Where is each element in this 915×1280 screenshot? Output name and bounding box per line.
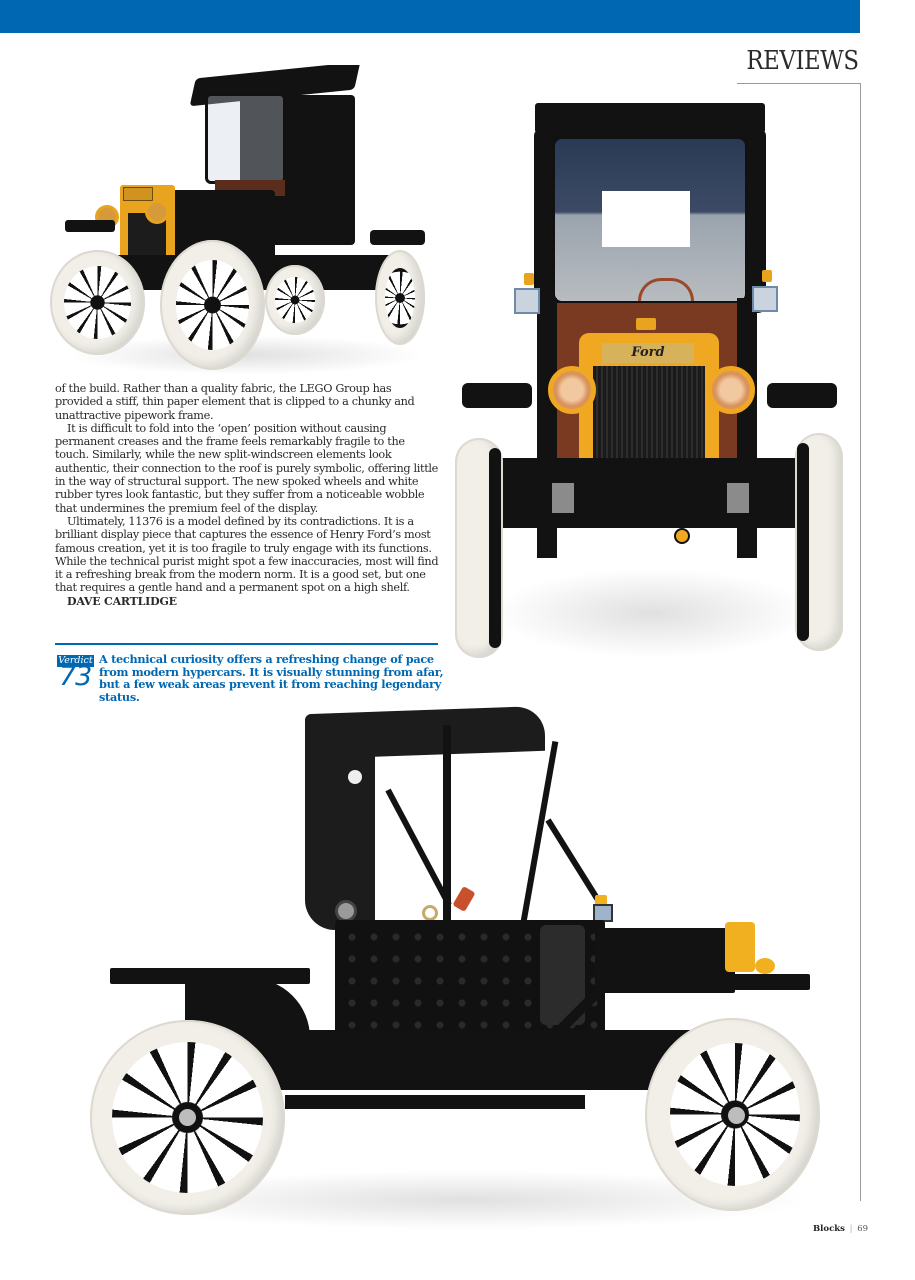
article-paragraph: It is difficult to fold into the ‘open’ …	[55, 421, 439, 515]
car-three-quarter-view-photo	[45, 65, 440, 375]
ford-badge-text: Ford	[631, 345, 665, 360]
section-rule-vertical	[860, 83, 861, 1201]
car-front-view-photo: Ford	[452, 98, 847, 663]
verdict-summary: A technical curiosity offers a refreshin…	[99, 652, 444, 704]
folio-separator: |	[849, 1224, 853, 1234]
car-side-view-photo	[85, 700, 830, 1230]
article-paragraph: of the build. Rather than a quality fabr…	[55, 382, 415, 422]
section-title: REVIEWS	[746, 46, 860, 76]
verdict-label: Verdict	[57, 655, 94, 667]
verdict-divider	[55, 643, 438, 645]
verdict-score: 73	[59, 661, 92, 692]
header-bar	[0, 0, 860, 33]
page-folio: Blocks | 69	[813, 1224, 868, 1234]
article-body: of the build. Rather than a quality fabr…	[55, 382, 440, 608]
article-paragraph: Ultimately, 11376 is a model defined by …	[55, 514, 439, 595]
magazine-name: Blocks	[813, 1224, 845, 1234]
page-number: 69	[857, 1224, 869, 1234]
section-rule-horizontal	[737, 83, 860, 84]
author-byline: DAVE CARTLIDGE	[67, 594, 177, 608]
